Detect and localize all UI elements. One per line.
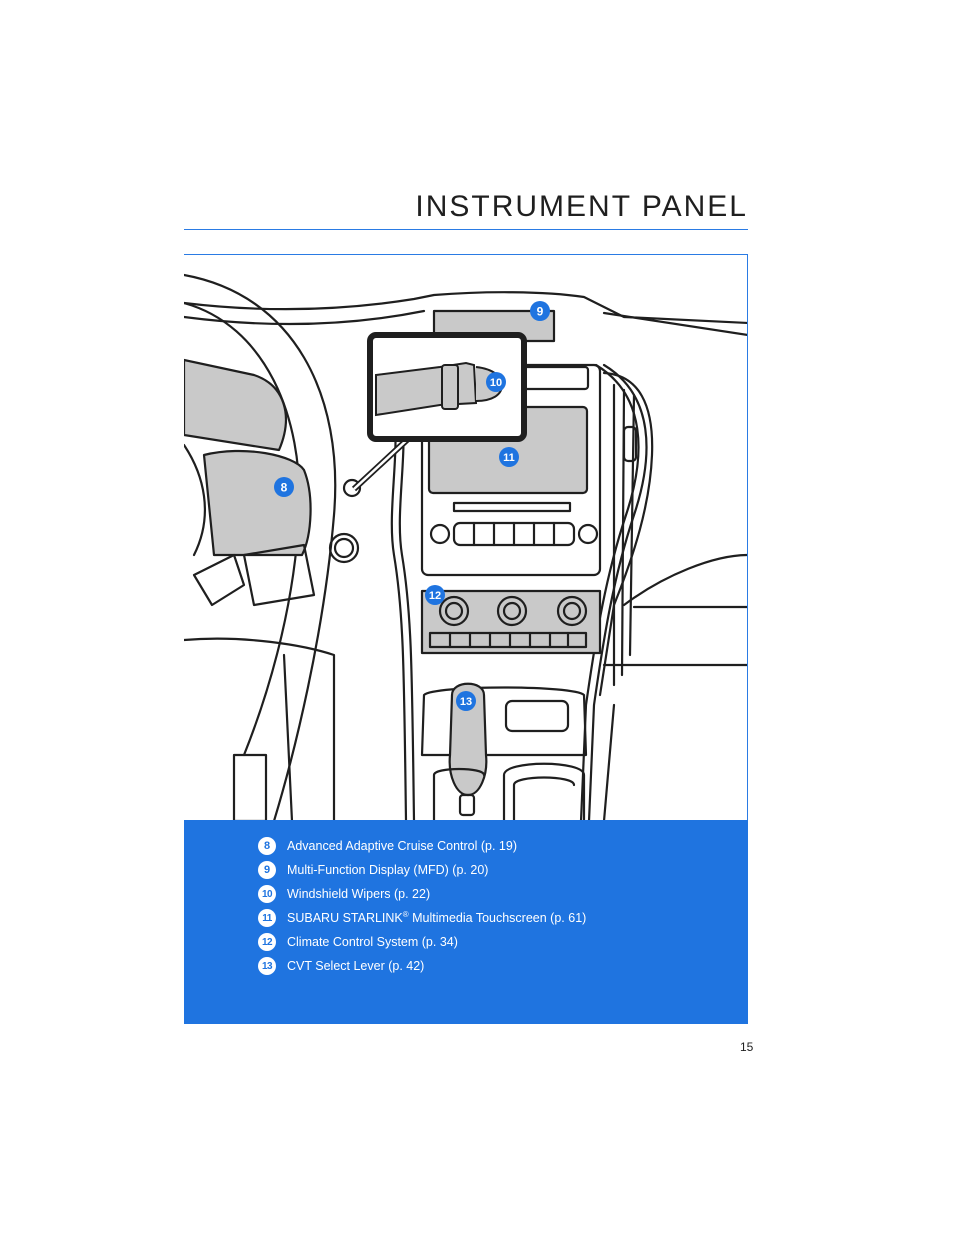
steering-wheel-rim [184, 273, 337, 820]
center-stack-right [587, 363, 648, 820]
callout-8-label: 8 [281, 481, 288, 495]
callout-13: 13 [456, 691, 476, 711]
legend-number-badge: 9 [258, 861, 276, 879]
callout-12-label: 12 [429, 590, 441, 602]
legend-item-text: Multi-Function Display (MFD) (p. 20) [287, 863, 489, 877]
callout-10: 10 [486, 372, 506, 392]
dash-top-line [184, 291, 747, 325]
instrument-panel-illustration: 8 9 10 11 12 13 [184, 254, 748, 820]
callout-10-label: 10 [490, 377, 502, 389]
legend-item: 11 SUBARU STARLINK® Multimedia Touchscre… [258, 906, 748, 930]
callout-12: 12 [425, 585, 445, 605]
legend-item-text: Advanced Adaptive Cruise Control (p. 19) [287, 839, 517, 853]
dashboard-drawing: 8 9 10 11 12 13 [184, 273, 747, 820]
wiper-stalk-inset [351, 332, 527, 492]
callout-8: 8 [274, 477, 294, 497]
header: INSTRUMENT PANEL [184, 190, 748, 224]
page-title: INSTRUMENT PANEL [415, 190, 748, 223]
legend-item-text-rest: Multimedia Touchscreen (p. 61) [408, 911, 587, 926]
legend-item-text-brand: SUBARU STARLINK [287, 911, 403, 926]
legend-item-text: SUBARU STARLINK® Multimedia Touchscreen … [287, 910, 586, 925]
legend-item: 13 CVT Select Lever (p. 42) [258, 954, 748, 978]
gauge-cluster-upper [184, 358, 287, 452]
legend-list: 8 Advanced Adaptive Cruise Control (p. 1… [184, 820, 748, 978]
legend-panel: 8 Advanced Adaptive Cruise Control (p. 1… [184, 820, 748, 1024]
legend-number-badge: 13 [258, 957, 276, 975]
legend-item-text: Windshield Wipers (p. 22) [287, 887, 431, 901]
legend-number-badge: 12 [258, 933, 276, 951]
callout-9-label: 9 [537, 305, 544, 319]
page-number: 15 [740, 1040, 754, 1054]
legend-item-text: Climate Control System (p. 34) [287, 935, 458, 949]
legend-item-text: CVT Select Lever (p. 42) [287, 959, 425, 973]
legend-item: 8 Advanced Adaptive Cruise Control (p. 1… [258, 834, 748, 858]
title-divider [184, 229, 748, 230]
callout-11-label: 11 [503, 452, 515, 464]
cvt-lever [448, 682, 488, 797]
legend-number-badge: 11 [258, 909, 276, 927]
legend-item: 10 Windshield Wipers (p. 22) [258, 882, 748, 906]
callout-13-label: 13 [460, 696, 472, 708]
legend-number-badge: 10 [258, 885, 276, 903]
registered-mark: ® [402, 910, 409, 920]
callout-9: 9 [530, 301, 550, 321]
legend-item: 9 Multi-Function Display (MFD) (p. 20) [258, 858, 748, 882]
legend-number-badge: 8 [258, 837, 276, 855]
gauge-cluster-lower [202, 449, 312, 557]
callout-11: 11 [499, 447, 519, 467]
legend-item: 12 Climate Control System (p. 34) [258, 930, 748, 954]
